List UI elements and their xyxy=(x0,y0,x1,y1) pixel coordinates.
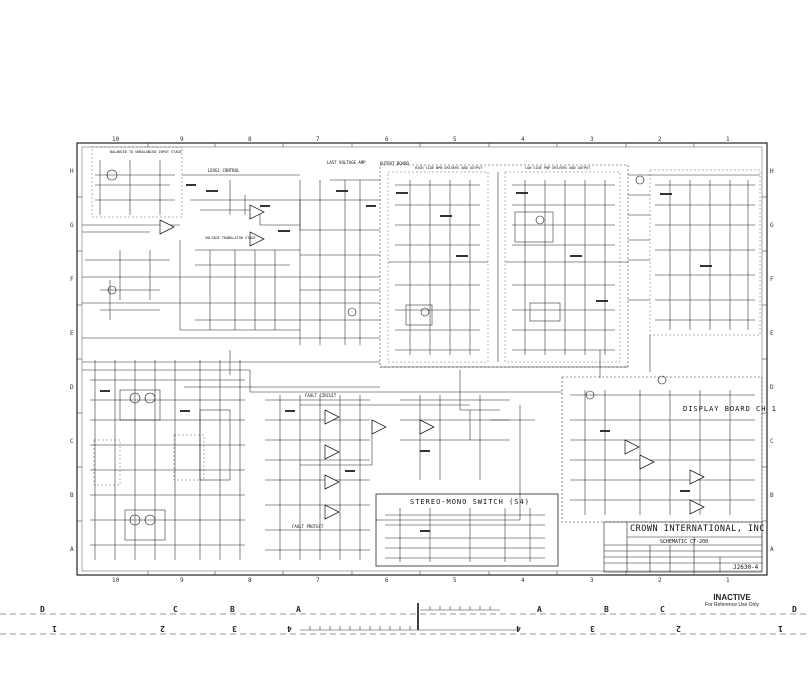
ruler-letter-a-left: A xyxy=(296,605,301,614)
zone-row-b-left: B xyxy=(70,492,74,499)
zone-col-1-top: 1 xyxy=(726,136,730,143)
ruler-number-3-right: 3 xyxy=(590,624,595,633)
zone-row-f-left: F xyxy=(70,276,74,283)
zone-col-7-top: 7 xyxy=(316,136,320,143)
zone-col-10-bottom: 10 xyxy=(112,577,120,584)
zone-row-h-left: H xyxy=(70,168,74,175)
zone-col-3-top: 3 xyxy=(590,136,594,143)
ruler-number-1-left: 1 xyxy=(52,624,57,633)
schematic-title: SCHEMATIC CT-200 xyxy=(660,539,709,545)
inactive-stamp: INACTIVE For Reference Use Only xyxy=(692,593,772,608)
ruler-number-3-left: 3 xyxy=(232,624,237,633)
ruler-letter-c-right: C xyxy=(660,605,665,614)
scan-ruler xyxy=(0,603,808,635)
zone-col-8-bottom: 8 xyxy=(248,577,252,584)
zone-col-2-bottom: 2 xyxy=(658,577,662,584)
zone-row-c-left: C xyxy=(70,438,74,445)
zone-col-7-bottom: 7 xyxy=(316,577,320,584)
high-side-label: HIGH SIDE NPN DRIVERS AND OUTPUT xyxy=(415,166,483,170)
component-labels xyxy=(100,184,712,532)
opamp-symbols xyxy=(159,204,705,520)
stereo-mono-region xyxy=(375,493,559,567)
output-board-region xyxy=(379,164,629,368)
zone-col-5-bottom: 5 xyxy=(453,577,457,584)
ruler-number-2-left: 2 xyxy=(160,624,165,633)
ruler-letter-a-right: A xyxy=(537,605,542,614)
zone-col-8-top: 8 xyxy=(248,136,252,143)
ruler-number-1-right: 1 xyxy=(778,624,783,633)
zone-row-h-right: H xyxy=(770,168,774,175)
ruler-letter-d-right: D xyxy=(792,605,797,614)
zone-row-b-right: B xyxy=(770,492,774,499)
company-name: CROWN INTERNATIONAL, INC xyxy=(630,524,765,534)
zone-row-d-left: D xyxy=(70,384,74,391)
ruler-number-4-left: 4 xyxy=(287,624,292,633)
ruler-letter-b-right: B xyxy=(604,605,609,614)
zone-row-a-right: A xyxy=(770,546,774,553)
zone-ticks xyxy=(77,143,767,575)
fault-region xyxy=(173,434,205,481)
stereo-mono-label: STEREO-MONO SWITCH (S4) xyxy=(410,498,530,506)
inactive-status: INACTIVE xyxy=(713,593,751,602)
zone-col-6-top: 6 xyxy=(385,136,389,143)
ruler-letter-d-left: D xyxy=(40,605,45,614)
low-side-label: LOW SIDE PNP DRIVERS AND OUTPUT xyxy=(525,166,591,170)
fault-protect-label: FAULT PROTECT xyxy=(292,524,324,529)
last-voltage-amp-label: LAST VOLTAGE AMP xyxy=(327,160,366,165)
zone-col-4-top: 4 xyxy=(521,136,525,143)
zone-col-9-top: 9 xyxy=(180,136,184,143)
zone-col-5-top: 5 xyxy=(453,136,457,143)
ruler-letter-b-left: B xyxy=(230,605,235,614)
zone-row-c-right: C xyxy=(770,438,774,445)
zone-row-e-left: E xyxy=(70,330,74,337)
display-board-label: DISPLAY BOARD CH 1 xyxy=(683,405,777,413)
balanced-input-label: BALANCED TO UNBALANCED INPUT STAGE xyxy=(110,150,182,154)
zone-row-g-left: G xyxy=(70,222,74,229)
zone-row-g-right: G xyxy=(770,222,774,229)
zone-row-a-left: A xyxy=(70,546,74,553)
inner-border xyxy=(81,146,763,572)
voltage-translator-label: VOLTAGE TRANSLATOR STAGE xyxy=(205,236,256,240)
zone-row-f-right: F xyxy=(770,276,774,283)
sheet-border xyxy=(76,142,768,576)
zone-row-e-right: E xyxy=(770,330,774,337)
zone-col-6-bottom: 6 xyxy=(385,577,389,584)
ruler-number-2-right: 2 xyxy=(676,624,681,633)
zone-col-4-bottom: 4 xyxy=(521,577,525,584)
title-block xyxy=(603,521,763,573)
ruler-number-4-right: 4 xyxy=(516,624,521,633)
fault-circuit-label: FAULT CIRCUIT xyxy=(305,393,337,398)
input-region xyxy=(91,146,183,218)
bias-region xyxy=(93,439,121,486)
zone-col-3-bottom: 3 xyxy=(590,577,594,584)
zone-row-d-right: D xyxy=(770,384,774,391)
zone-col-1-bottom: 1 xyxy=(726,577,730,584)
high-side-region xyxy=(387,171,489,363)
ruler-letter-c-left: C xyxy=(173,605,178,614)
schematic-wiring xyxy=(82,160,760,562)
drawing-number: J2630-4 xyxy=(733,564,759,571)
zone-col-2-top: 2 xyxy=(658,136,662,143)
inactive-note: For Reference Use Only xyxy=(705,602,759,608)
level-control-label: LEVEL CONTROL xyxy=(208,168,240,173)
zone-col-9-bottom: 9 xyxy=(180,577,184,584)
protect-region xyxy=(649,169,761,336)
zone-col-10-top: 10 xyxy=(112,136,120,143)
output-board-label: OUTPUT BOARD xyxy=(380,161,409,166)
low-side-region xyxy=(504,171,621,363)
transistor-symbols xyxy=(106,169,667,526)
